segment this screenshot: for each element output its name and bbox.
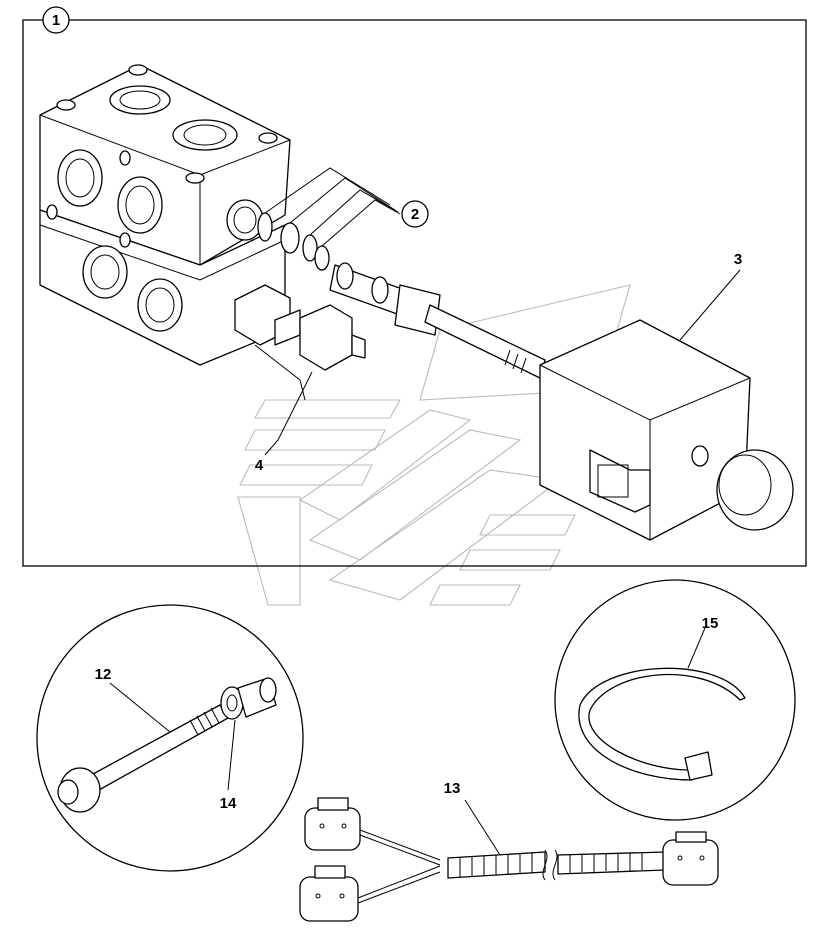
callout-3-label: 3 <box>734 251 742 268</box>
bolt-detail-circle <box>36 604 304 872</box>
callout-13-label: 13 <box>444 780 461 797</box>
callout-2-label: 2 <box>411 206 419 223</box>
callout-12-label: 12 <box>95 666 112 683</box>
callout-1: 1 <box>42 6 70 34</box>
seal-rings <box>257 167 401 271</box>
pressure-fitting <box>234 284 366 456</box>
solenoid-coil <box>539 269 794 541</box>
valve-block <box>39 64 291 366</box>
cartridge-valve <box>329 262 546 379</box>
callout-14-label: 14 <box>220 795 237 812</box>
callout-4-label: 4 <box>255 457 264 474</box>
wiring-harness <box>299 797 719 922</box>
callout-2: 2 <box>401 200 429 228</box>
callout-15-label: 15 <box>702 615 719 632</box>
watermark-logo <box>237 284 631 606</box>
assembly-frame <box>22 19 807 567</box>
callout-1-label: 1 <box>52 12 60 29</box>
cable-tie-detail-circle <box>554 579 796 821</box>
